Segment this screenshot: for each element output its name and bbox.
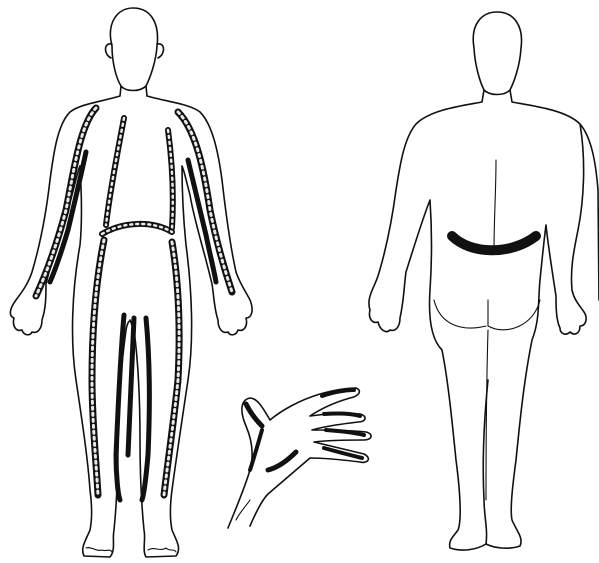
front-ear-right: [157, 44, 164, 58]
front-shaded-bands: [36, 108, 232, 500]
hand-shaded-fingers: [246, 390, 364, 470]
back-body-outline-right: [486, 90, 599, 548]
back-head: [473, 12, 521, 95]
back-leg-separation: [486, 330, 488, 500]
front-body-outline-left: [10, 86, 126, 557]
back-body-outline-left: [369, 90, 488, 550]
back-buttocks-right: [488, 300, 540, 330]
back-buttocks-left: [434, 300, 486, 328]
hand-view: [228, 388, 371, 528]
front-head: [110, 8, 157, 91]
front-foot-right: [148, 548, 176, 552]
front-ear-left: [105, 44, 112, 58]
front-foot-left: [86, 548, 112, 552]
back-spine-line: [494, 160, 496, 250]
back-body-view: [369, 12, 599, 550]
front-body-view: [10, 8, 252, 557]
